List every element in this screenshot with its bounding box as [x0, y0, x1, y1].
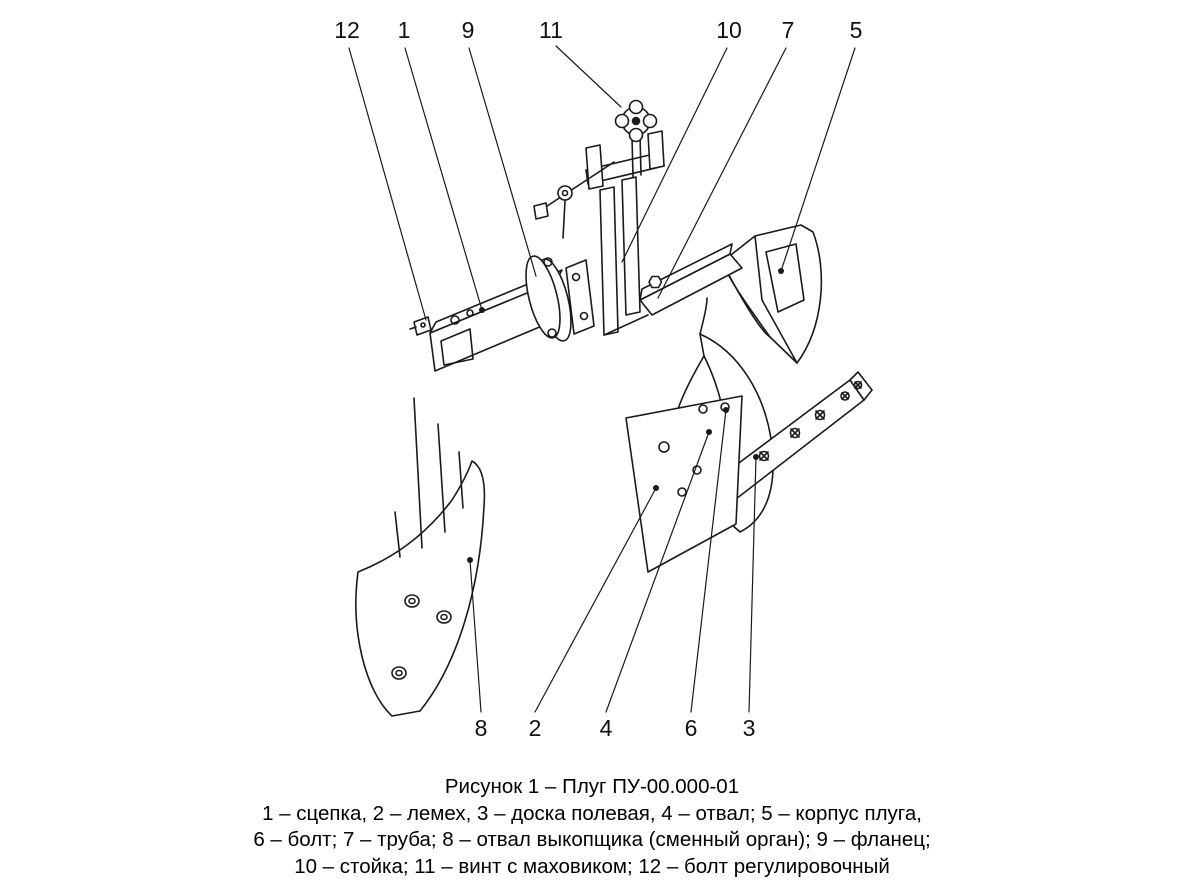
- leader-2: [534, 487, 657, 713]
- stand-foot: [603, 314, 649, 336]
- digger-moldboard-shape: [355, 397, 486, 717]
- digger-hole-1: [404, 594, 420, 608]
- leader-5: [780, 47, 856, 272]
- adjust-bolt-shape: [409, 316, 432, 336]
- tube-top-face: [639, 243, 733, 301]
- callout-12: 12: [334, 17, 360, 43]
- callout-2: 2: [529, 715, 542, 741]
- callout-8: 8: [475, 715, 488, 741]
- stand-shape: [599, 176, 649, 336]
- leader-end-dots: [467, 268, 784, 563]
- flange-bolt-top: [543, 257, 553, 267]
- leader-7: [657, 47, 787, 299]
- flange-disc-front: [525, 255, 561, 339]
- handwheel-screw-shape: [533, 99, 665, 239]
- figure-title: Рисунок 1 – Плуг ПУ-00.000-01: [444, 775, 740, 798]
- stand-bar-right: [621, 176, 641, 316]
- moldboard-top-curve: [699, 297, 708, 335]
- digger-hole-3: [391, 666, 407, 680]
- digger-hole-1-inner: [408, 597, 416, 605]
- handwheel-knob-e: [642, 113, 658, 129]
- leader-1: [404, 47, 483, 311]
- legend-line-3: 10 – стойка; 11 – винт с маховиком; 12 –…: [294, 854, 890, 878]
- leader-11: [555, 45, 622, 108]
- eye-link-hole: [561, 189, 569, 197]
- callout-11: 11: [539, 17, 563, 43]
- leader-10: [621, 47, 728, 263]
- legend-line-1: 1 – сцепка, 2 – лемех, 3 – доска полевая…: [262, 801, 922, 825]
- digger-hole-2-inner: [440, 613, 448, 621]
- handwheel-knob-s: [628, 127, 644, 143]
- stand-bar-left: [599, 186, 619, 336]
- handwheel-hub: [631, 116, 641, 126]
- eye-link-rod: [562, 200, 566, 239]
- adjust-bolt-dot: [420, 322, 426, 328]
- callout-3: 3: [743, 715, 756, 741]
- callout-4: 4: [600, 715, 613, 741]
- hitch-pin-hole: [466, 309, 474, 317]
- adjust-bolt-shaft: [409, 326, 417, 330]
- callout-labels: 12 1 9 11 10 7 5 8 2 4 6 3: [334, 17, 862, 741]
- leader-4: [605, 431, 710, 713]
- digger-hole-3-inner: [395, 669, 403, 677]
- clamp-block-left: [585, 144, 604, 190]
- link-rod: [537, 161, 615, 213]
- plow-body-shape: [721, 224, 823, 364]
- leader-8: [469, 559, 482, 713]
- handwheel-knob-n: [628, 99, 644, 115]
- plow-body-edge: [754, 235, 798, 364]
- digger-hole-2: [436, 610, 452, 624]
- digger-moldboard-outline: [355, 460, 486, 717]
- tube-shape: [639, 243, 743, 316]
- field-board-shape: [699, 371, 873, 517]
- tube-bolt-hex: [648, 275, 663, 289]
- screw-shaft: [631, 134, 642, 178]
- callout-1: 1: [398, 17, 411, 43]
- leader-6: [690, 409, 727, 713]
- flange-bracket-bolt-1: [571, 272, 581, 282]
- legend-line-2: 6 – болт; 7 – труба; 8 – отвал выкопщика…: [253, 828, 931, 851]
- share-bolt-hole-1: [698, 404, 708, 414]
- figure-caption: Рисунок 1 – Плуг ПУ-00.000-01 1 – сцепка…: [0, 774, 1184, 880]
- callout-10: 10: [716, 17, 742, 43]
- link-rod-block: [533, 202, 549, 220]
- leader-9: [468, 47, 537, 277]
- flange-bracket-bolt-2: [579, 311, 589, 321]
- plow-body-panel: [765, 243, 805, 313]
- share-shape: [625, 395, 743, 573]
- leader-lines: [348, 45, 856, 713]
- hitch-opening: [440, 328, 474, 366]
- callout-5: 5: [850, 17, 863, 43]
- leader-3: [748, 456, 757, 713]
- eye-link-ring: [557, 185, 573, 201]
- share-hole-1: [658, 441, 670, 453]
- plow-body-outline: [721, 224, 823, 364]
- flange-shape: [525, 255, 595, 342]
- clamp-block-right: [647, 130, 665, 170]
- digger-moldboard-tines: [394, 397, 464, 558]
- callout-9: 9: [462, 17, 475, 43]
- callout-6: 6: [685, 715, 698, 741]
- flange-bolt-bottom: [547, 328, 557, 338]
- handwheel-knob-w: [614, 113, 630, 129]
- adjust-bolt-head: [413, 316, 432, 336]
- share-outline: [625, 395, 743, 573]
- callout-7: 7: [782, 17, 795, 43]
- leader-12: [348, 47, 427, 321]
- hitch-stud: [450, 315, 460, 325]
- field-board-bolts: [758, 380, 863, 462]
- share-hole-3: [677, 487, 687, 497]
